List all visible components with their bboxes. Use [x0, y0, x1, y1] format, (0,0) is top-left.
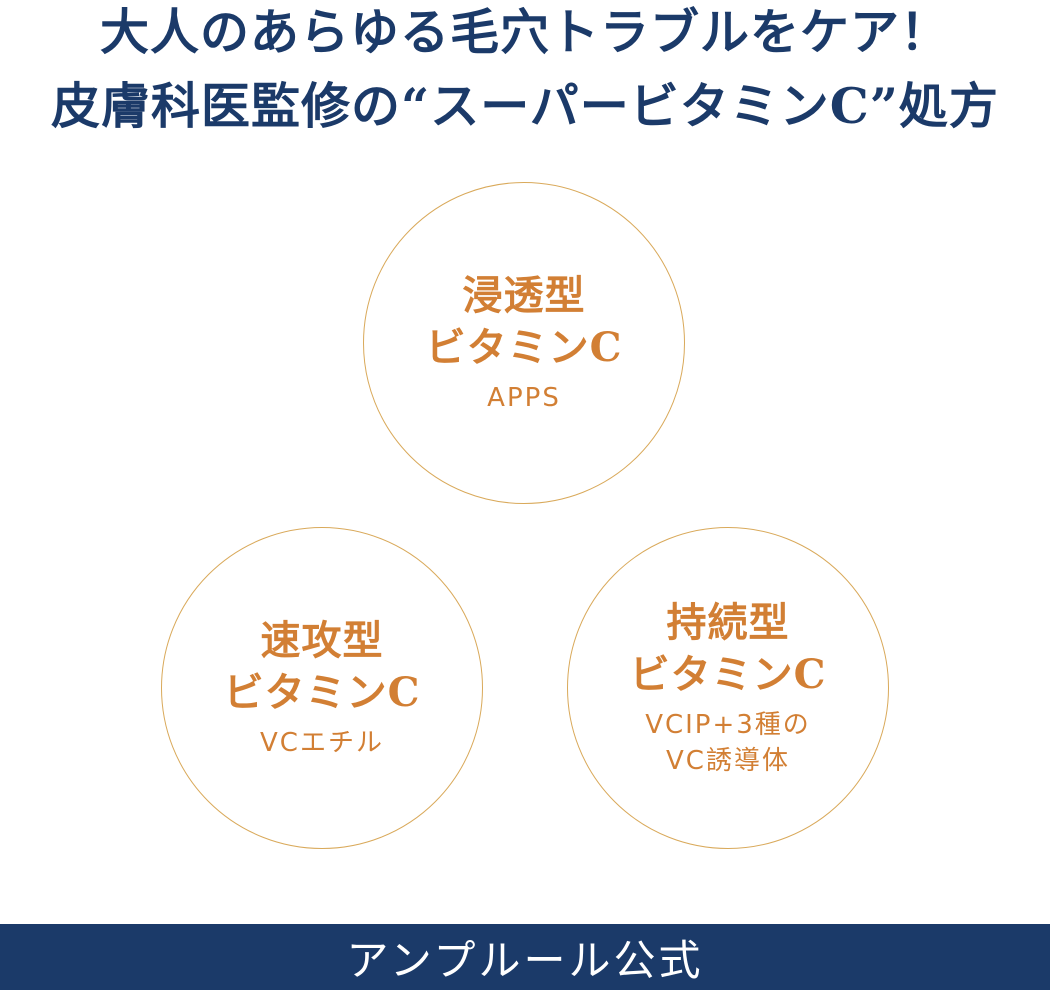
- circle-content: 持続型 ビタミンC VCIP+3種の VC誘導体: [568, 528, 888, 848]
- vitamin-c-circle-long-lasting: 持続型 ビタミンC VCIP+3種の VC誘導体: [567, 527, 889, 849]
- vitamin-c-circle-penetrating: 浸透型 ビタミンC APPS: [363, 182, 685, 504]
- footer-bar: アンプルール公式: [0, 924, 1050, 990]
- footer-label: アンプルール公式: [346, 935, 704, 985]
- circle-content: 速攻型 ビタミンC VCエチル: [162, 528, 482, 848]
- vitamin-c-circle-fast-acting: 速攻型 ビタミンC VCエチル: [161, 527, 483, 849]
- circle-content: 浸透型 ビタミンC APPS: [364, 183, 684, 503]
- circle-subtitle: VCIP+3種の VC誘導体: [645, 710, 811, 776]
- headline-line-2: 皮膚科医監修の“スーパービタミンC”処方: [51, 77, 999, 135]
- circle-title: 持続型 ビタミンC: [629, 599, 827, 698]
- circle-title: 浸透型 ビタミンC: [425, 272, 623, 371]
- circle-subtitle: APPS: [487, 383, 561, 413]
- circle-title: 速攻型 ビタミンC: [223, 617, 421, 716]
- headline-line-1: 大人のあらゆる毛穴トラブルをケア！: [99, 3, 950, 61]
- headline: 大人のあらゆる毛穴トラブルをケア！ 皮膚科医監修の“スーパービタミンC”処方: [0, 0, 1050, 160]
- circle-subtitle: VCエチル: [260, 728, 384, 758]
